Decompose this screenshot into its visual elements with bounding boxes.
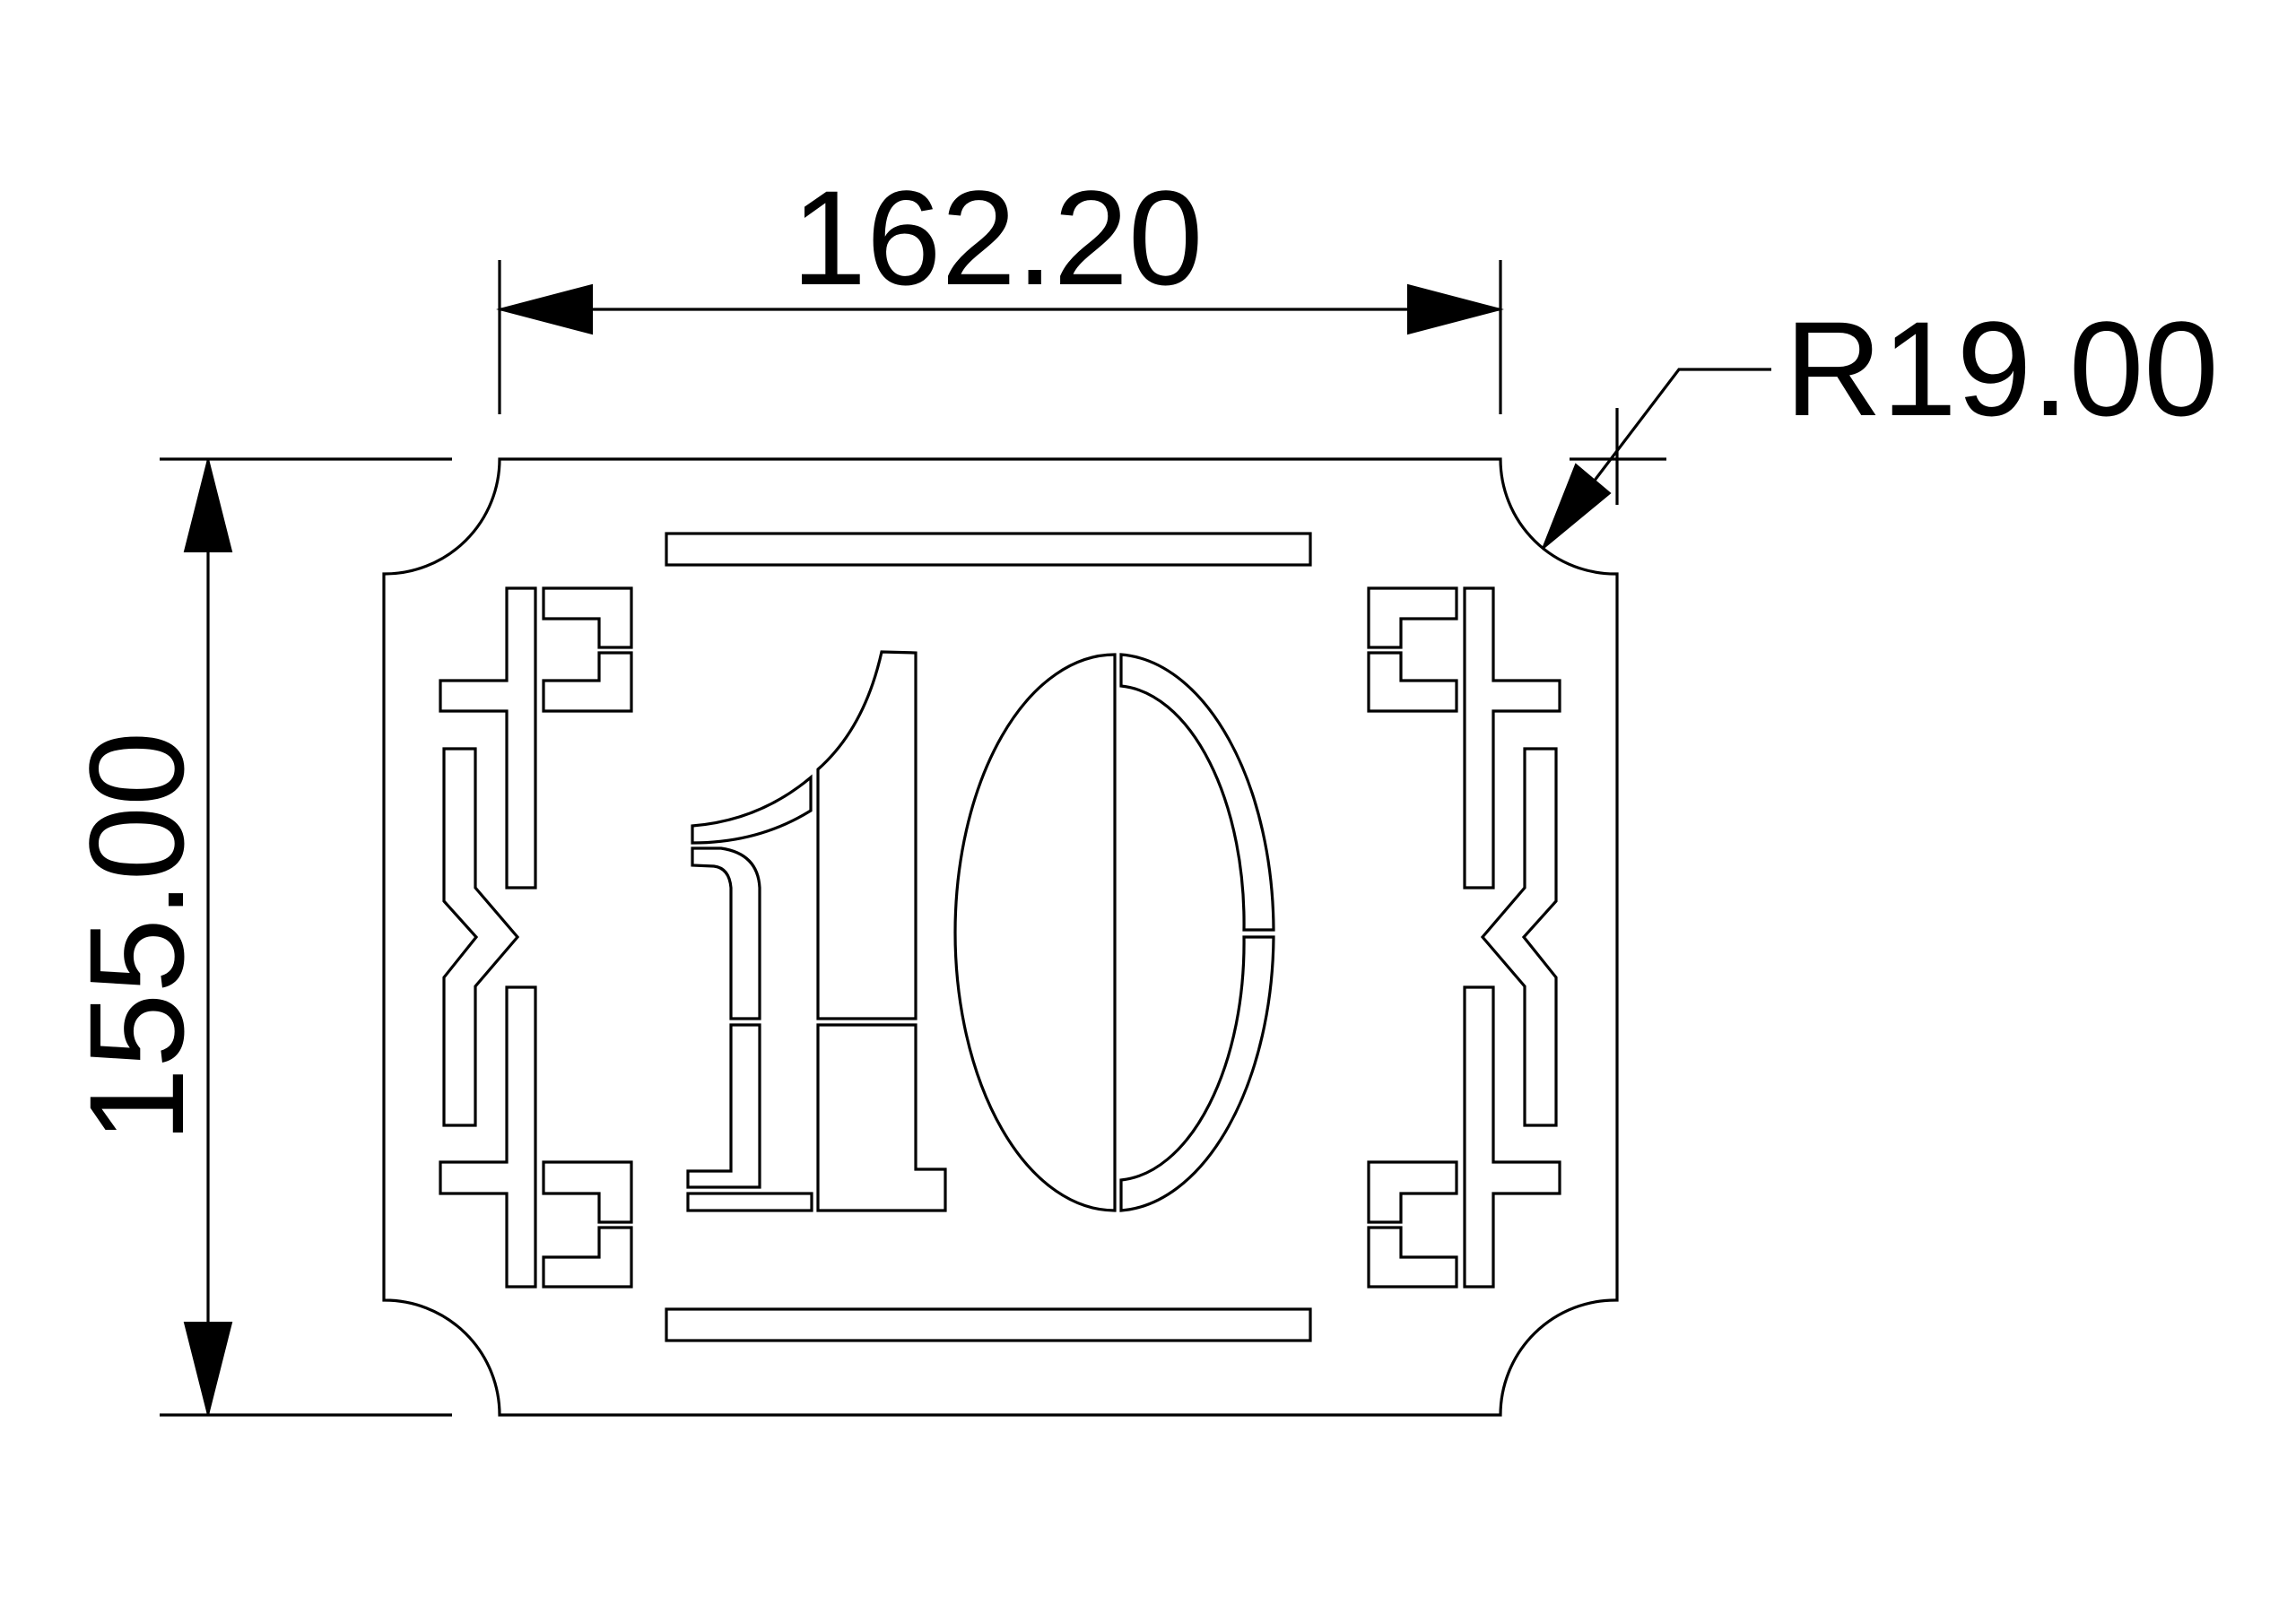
left-upper-hook-top: [542, 586, 633, 649]
bottom-bar: [665, 1307, 1312, 1342]
right-upper-cross: [1463, 586, 1561, 890]
one-stem-lower: [816, 1023, 947, 1212]
left-zigzag: [442, 747, 520, 1127]
width-dimension-label: 162.20: [792, 162, 1204, 313]
height-arrow-top: [183, 458, 233, 552]
left-upper-cross: [439, 586, 537, 890]
radius-dimension: R19.00: [1541, 293, 2219, 550]
left-lower-hook-bottom: [542, 1226, 633, 1289]
right-lower-cross: [1463, 985, 1561, 1289]
width-arrow-right: [1407, 283, 1504, 335]
zero-right-lower: [1119, 935, 1275, 1212]
numeral-zero-stencil: 10: [953, 653, 1275, 1212]
right-zigzag: [1480, 747, 1558, 1127]
right-lower-hook-top: [1367, 1160, 1458, 1224]
one-flag: [691, 774, 813, 845]
one-hook: [691, 846, 761, 1020]
one-stem-lower-left: [686, 1023, 761, 1189]
numeral-one-stencil: [686, 650, 947, 1212]
width-arrow-left: [496, 283, 593, 335]
right-ornament: [1367, 586, 1561, 1289]
zero-right-upper: [1119, 653, 1275, 932]
zero-left-half: [953, 653, 1117, 1212]
left-upper-hook-bottom: [542, 651, 633, 713]
right-upper-hook-bottom: [1367, 651, 1458, 713]
left-lower-hook-top: [542, 1160, 633, 1224]
left-lower-cross: [439, 985, 537, 1289]
one-stem-upper: [816, 650, 918, 1020]
top-bar: [665, 532, 1312, 567]
one-base-left: [686, 1192, 813, 1212]
plate-outline: [382, 457, 1619, 1417]
width-dimension: 162.20: [496, 162, 1504, 414]
right-lower-hook-bottom: [1367, 1226, 1458, 1289]
height-dimension-label: 155.00: [61, 732, 212, 1143]
height-dimension: 155.00: [61, 457, 452, 1417]
radius-arrow: [1542, 463, 1612, 550]
radius-dimension-label: R19.00: [1785, 293, 2219, 444]
height-arrow-bottom: [183, 1322, 233, 1416]
right-upper-hook-top: [1367, 586, 1458, 649]
left-ornament: [439, 586, 633, 1289]
